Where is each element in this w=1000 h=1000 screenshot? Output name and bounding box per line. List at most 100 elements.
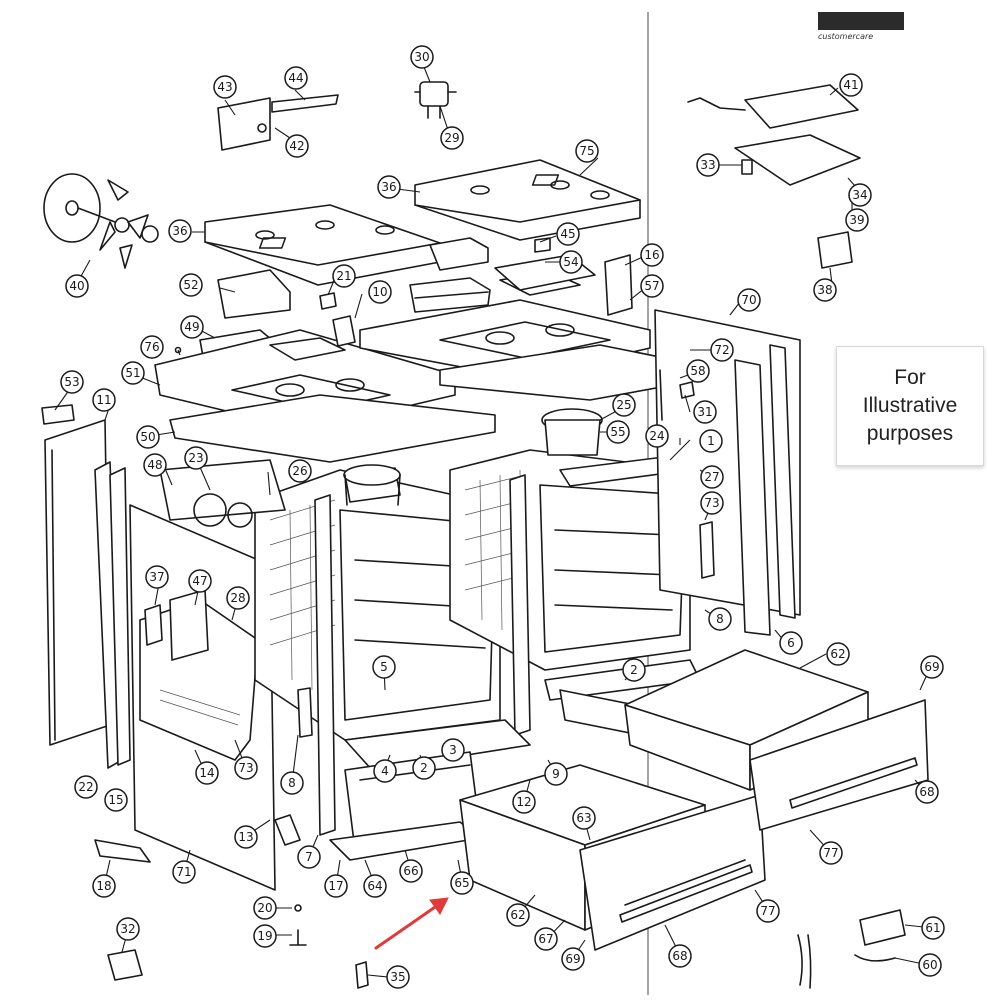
svg-text:2: 2 bbox=[420, 761, 428, 775]
svg-text:47: 47 bbox=[192, 574, 207, 588]
callout-38: 38 bbox=[813, 278, 837, 302]
svg-text:73: 73 bbox=[238, 761, 253, 775]
highlight-arrow bbox=[374, 897, 449, 950]
callout-58: 58 bbox=[686, 359, 710, 383]
brand-bar bbox=[818, 12, 904, 30]
callout-77-front: 77 bbox=[756, 899, 780, 923]
callout-30: 30 bbox=[410, 45, 434, 69]
svg-text:67: 67 bbox=[538, 932, 553, 946]
svg-text:6: 6 bbox=[787, 636, 795, 650]
bracket-43-44 bbox=[217, 94, 339, 151]
svg-text:34: 34 bbox=[852, 188, 867, 202]
svg-text:45: 45 bbox=[560, 227, 575, 241]
callout-20: 20 bbox=[253, 896, 277, 920]
lower-deck bbox=[169, 344, 701, 463]
svg-text:70: 70 bbox=[741, 293, 756, 307]
left-burner-tray bbox=[204, 204, 441, 286]
callout-25: 25 bbox=[612, 393, 636, 417]
svg-text:76: 76 bbox=[144, 340, 159, 354]
callout-15: 15 bbox=[104, 788, 128, 812]
svg-text:55: 55 bbox=[610, 425, 625, 439]
svg-text:52: 52 bbox=[183, 278, 198, 292]
brand-subtitle: customercare bbox=[818, 32, 874, 41]
svg-text:8: 8 bbox=[288, 776, 296, 790]
svg-text:3: 3 bbox=[449, 743, 457, 757]
callout-51: 51 bbox=[121, 361, 145, 385]
callout-22: 22 bbox=[74, 775, 98, 799]
svg-text:12: 12 bbox=[516, 795, 531, 809]
svg-text:17: 17 bbox=[328, 879, 343, 893]
callout-69-front: 69 bbox=[561, 947, 585, 971]
callout-53: 53 bbox=[60, 370, 84, 394]
svg-text:68: 68 bbox=[919, 785, 934, 799]
callout-34: 34 bbox=[848, 183, 872, 207]
callout-2-left: 2 bbox=[412, 756, 436, 780]
svg-text:16: 16 bbox=[644, 248, 659, 262]
callout-67: 67 bbox=[534, 927, 558, 951]
callout-31: 31 bbox=[693, 400, 717, 424]
callout-75: 75 bbox=[575, 139, 599, 163]
svg-text:68: 68 bbox=[672, 949, 687, 963]
callout-28: 28 bbox=[226, 586, 250, 610]
callout-47: 47 bbox=[188, 569, 212, 593]
svg-text:73: 73 bbox=[704, 496, 719, 510]
module-41-34 bbox=[687, 84, 861, 269]
callout-65: 65 bbox=[450, 871, 474, 895]
svg-text:30: 30 bbox=[414, 50, 429, 64]
callout-7: 7 bbox=[297, 845, 321, 869]
svg-text:26: 26 bbox=[292, 464, 307, 478]
callout-19: 19 bbox=[253, 924, 277, 948]
svg-text:35: 35 bbox=[390, 970, 405, 984]
callout-57: 57 bbox=[640, 274, 664, 298]
svg-text:31: 31 bbox=[697, 405, 712, 419]
svg-text:72: 72 bbox=[714, 343, 729, 357]
svg-text:71: 71 bbox=[176, 865, 191, 879]
callouts: 43 44 42 30 29 41 33 34 39 38 40 36 36 7… bbox=[60, 45, 945, 989]
svg-text:62: 62 bbox=[510, 908, 525, 922]
callout-48: 48 bbox=[143, 453, 167, 477]
svg-text:69: 69 bbox=[565, 952, 580, 966]
svg-text:36: 36 bbox=[381, 180, 396, 194]
svg-text:8: 8 bbox=[716, 612, 724, 626]
left-rear-frame bbox=[159, 459, 313, 738]
callout-9: 9 bbox=[544, 762, 568, 786]
svg-text:69: 69 bbox=[924, 660, 939, 674]
illustrative-note: For Illustrative purposes bbox=[836, 346, 984, 466]
thermostat-30 bbox=[414, 81, 457, 119]
callout-16: 16 bbox=[640, 243, 664, 267]
svg-text:43: 43 bbox=[217, 80, 232, 94]
callout-62-rear: 62 bbox=[826, 642, 850, 666]
callout-36-right: 36 bbox=[377, 175, 401, 199]
svg-text:1: 1 bbox=[707, 434, 715, 448]
callout-8-right: 8 bbox=[708, 607, 732, 631]
callout-60: 60 bbox=[918, 953, 942, 977]
svg-text:5: 5 bbox=[380, 660, 388, 674]
svg-text:21: 21 bbox=[336, 269, 351, 283]
callout-55: 55 bbox=[606, 420, 630, 444]
callout-68-rear: 68 bbox=[915, 780, 939, 804]
svg-text:48: 48 bbox=[147, 458, 162, 472]
convection-fan bbox=[43, 173, 159, 269]
warming-drawer-rear-62 bbox=[624, 649, 929, 831]
callout-49: 49 bbox=[180, 315, 204, 339]
svg-text:14: 14 bbox=[199, 766, 214, 780]
callout-4: 4 bbox=[373, 759, 397, 783]
callout-62-front: 62 bbox=[506, 903, 530, 927]
svg-text:23: 23 bbox=[188, 451, 203, 465]
callout-21: 21 bbox=[332, 264, 356, 288]
svg-text:57: 57 bbox=[644, 279, 659, 293]
callout-23: 23 bbox=[184, 446, 208, 470]
callout-69-rear: 69 bbox=[920, 655, 944, 679]
svg-text:40: 40 bbox=[69, 279, 84, 293]
svg-text:49: 49 bbox=[184, 320, 199, 334]
right-burner-tray bbox=[414, 159, 641, 241]
callout-73-right: 73 bbox=[700, 491, 724, 515]
svg-text:18: 18 bbox=[96, 879, 111, 893]
callout-66: 66 bbox=[399, 859, 423, 883]
callout-29: 29 bbox=[440, 126, 464, 150]
svg-text:24: 24 bbox=[649, 429, 664, 443]
svg-text:65: 65 bbox=[454, 876, 469, 890]
callout-5: 5 bbox=[372, 655, 396, 679]
svg-text:53: 53 bbox=[64, 375, 79, 389]
